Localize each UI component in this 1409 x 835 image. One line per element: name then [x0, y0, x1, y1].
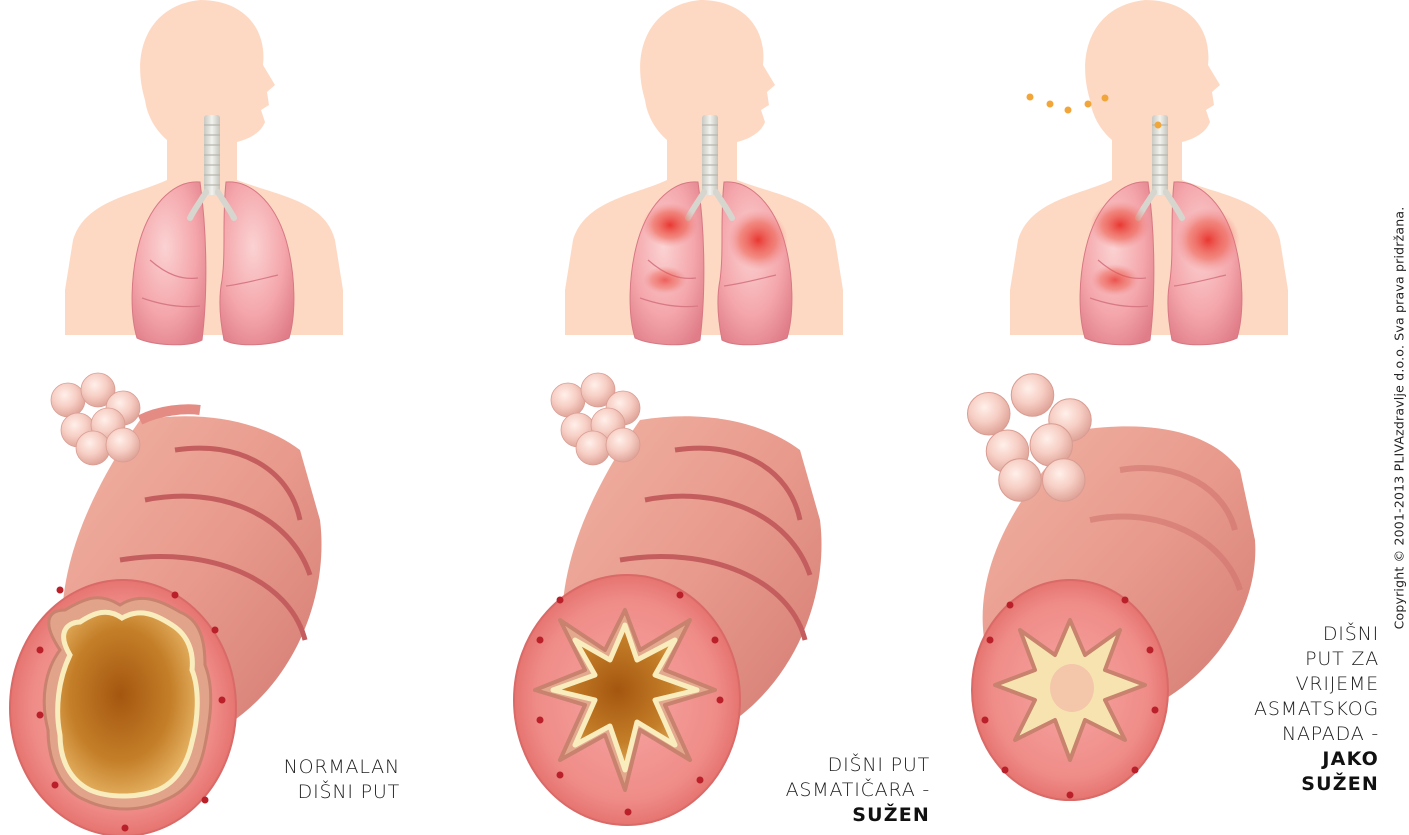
panel-asthmatic	[565, 0, 843, 345]
caption-attack: DIŠNI PUT ZA VRIJEME ASMATSKOG NAPADA - …	[1229, 622, 1379, 797]
mucus-plug	[1050, 664, 1094, 712]
caption-line: DIŠNI	[1229, 622, 1379, 647]
panel-normal	[65, 0, 343, 345]
caption-line: DIŠNI PUT	[284, 780, 400, 805]
caption-line: NAPADA -	[1229, 722, 1379, 747]
alveoli-cluster-large	[968, 374, 1092, 502]
airway-normal	[10, 373, 322, 835]
copyright-notice: Copyright © 2001-2013 PLIVAzdravlje d.o.…	[1392, 207, 1407, 630]
panel-attack	[1010, 0, 1288, 345]
caption-emphasis: JAKO SUŽEN	[1299, 747, 1379, 797]
caption-normal: NORMALAN DIŠNI PUT	[284, 755, 400, 805]
caption-line: NORMALAN	[284, 755, 400, 780]
caption-asthmatic: DIŠNI PUT ASMATIČARA - SUŽEN	[786, 753, 930, 828]
inflammation-right	[728, 210, 788, 270]
airway-asthmatic	[514, 373, 822, 825]
alveoli-cluster	[551, 373, 640, 465]
caption-line: DIŠNI PUT	[786, 753, 930, 778]
airway-attack	[968, 374, 1256, 800]
inflammation-left	[642, 203, 698, 247]
caption-line: VRIJEME	[1229, 672, 1379, 697]
caption-line: ASMATIČARA -	[786, 778, 930, 803]
alveoli-cluster	[51, 373, 140, 465]
caption-emphasis: SUŽEN	[786, 803, 930, 828]
caption-line: ASMATSKOG	[1229, 697, 1379, 722]
caption-line: PUT ZA	[1229, 647, 1379, 672]
